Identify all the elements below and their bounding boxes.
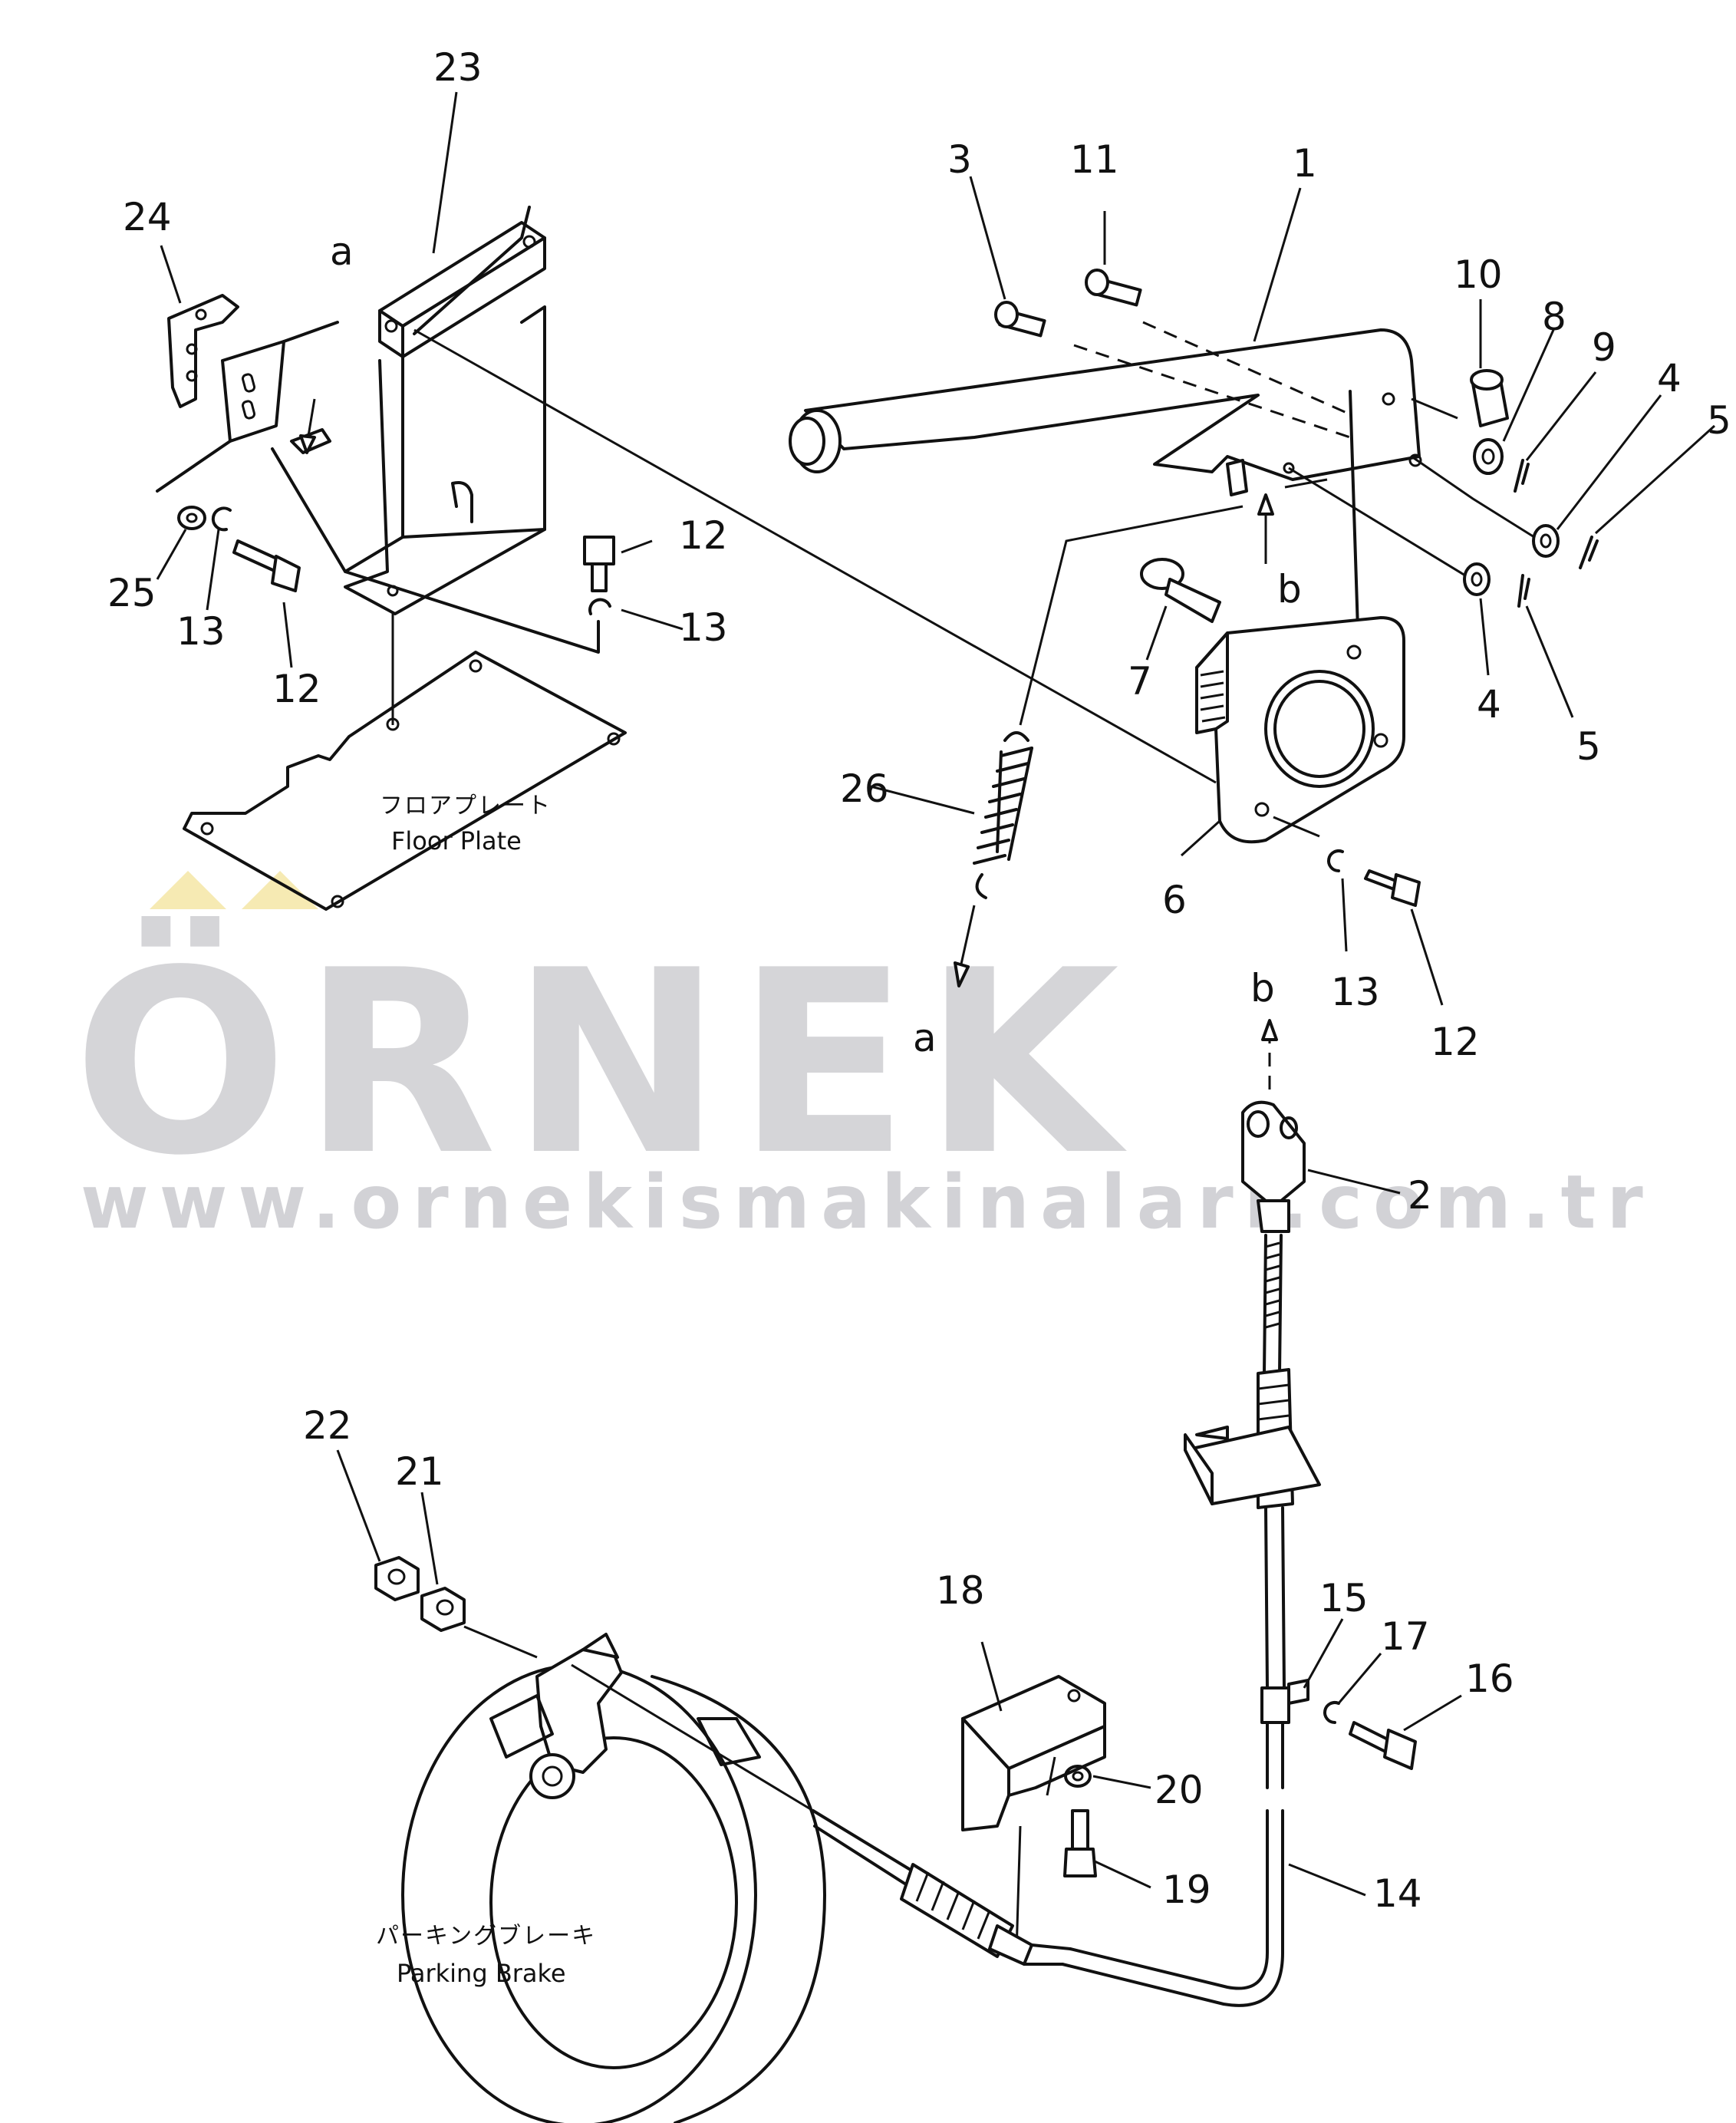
arrowhead-a-upper — [299, 434, 316, 454]
mount-plate — [156, 321, 600, 654]
cable-bracket — [1184, 1426, 1321, 1505]
bracket-23 — [344, 206, 546, 725]
bolt-16 — [1349, 1721, 1417, 1770]
parking-brake-drum: パーキングブレーキ Parking Brake — [376, 1633, 826, 2123]
floor-plate: フロアプレート Floor Plate — [183, 651, 627, 911]
watermark-accent-right — [242, 871, 318, 909]
bracket-24 — [167, 294, 239, 408]
washer-4-lower — [1463, 562, 1491, 596]
axis-line-10 — [1411, 397, 1458, 420]
spring-26 — [954, 731, 1033, 987]
bolt-12-right — [1364, 869, 1421, 907]
ref-b-top: b — [1277, 567, 1302, 612]
axis-line-upper — [1411, 455, 1535, 539]
callout-22: 22 — [303, 1403, 352, 1448]
clevis-2 — [1241, 1100, 1306, 1233]
callout-15: 15 — [1319, 1576, 1369, 1620]
callout-16: 16 — [1465, 1657, 1514, 1701]
bushing-10 — [1470, 369, 1509, 427]
link-line-1-spring — [1019, 505, 1244, 726]
lock-washer-13-left — [211, 506, 232, 532]
callout-23: 23 — [433, 45, 483, 90]
pin-11 — [1085, 269, 1142, 307]
axis-line-6-hw — [1273, 816, 1320, 838]
axis-line-lower — [1288, 466, 1466, 577]
nut-21 — [420, 1587, 466, 1632]
bolt-19 — [1063, 1809, 1097, 1877]
axis-line-nuts — [463, 1625, 538, 1659]
callout-13-mid: 13 — [679, 605, 728, 650]
arrowhead-b-lower — [1261, 1019, 1278, 1041]
callout-3: 3 — [947, 137, 972, 182]
lock-washer-13-right — [1327, 849, 1344, 872]
callout-1: 1 — [1293, 141, 1317, 186]
watermark: ÖRNEK www.ornekismakinalari.com.tr — [73, 871, 1654, 1245]
callout-8: 8 — [1542, 295, 1566, 339]
cotter-pin-9 — [1514, 459, 1530, 493]
washer-17 — [1323, 1701, 1340, 1724]
callout-12-right: 12 — [1431, 1020, 1480, 1064]
cotter-pin-5-upper — [1579, 536, 1599, 569]
callout-20: 20 — [1155, 1768, 1204, 1812]
callout-17: 17 — [1381, 1614, 1430, 1659]
callout-18: 18 — [936, 1568, 985, 1613]
washer-25 — [177, 506, 206, 530]
callout-4-lower: 4 — [1477, 682, 1501, 727]
cotter-pin-5-lower — [1517, 574, 1530, 608]
pin-7 — [1140, 558, 1221, 623]
callout-9: 9 — [1592, 325, 1616, 370]
ref-b-bottom: b — [1250, 966, 1275, 1010]
parking-brake-label-en: Parking Brake — [397, 1959, 566, 1988]
callout-4-upper: 4 — [1657, 356, 1682, 401]
callout-6: 6 — [1162, 878, 1187, 922]
callout-13-left: 13 — [176, 609, 226, 654]
washer-20 — [1064, 1765, 1092, 1788]
pin-3 — [994, 301, 1046, 338]
callout-10: 10 — [1454, 252, 1503, 297]
clip-15 — [1287, 1679, 1309, 1705]
bolt-12-left — [232, 539, 301, 592]
callout-21: 21 — [395, 1449, 444, 1494]
link-line-23-6 — [413, 328, 1217, 784]
callout-7: 7 — [1128, 659, 1152, 704]
bracket-18 — [961, 1675, 1106, 1953]
callout-11: 11 — [1070, 137, 1119, 182]
callout-14: 14 — [1373, 1871, 1422, 1916]
callout-13-right: 13 — [1331, 970, 1380, 1014]
floor-plate-label-jp: フロアプレート — [380, 793, 552, 819]
callout-26: 26 — [840, 766, 889, 811]
floor-plate-label-en: Floor Plate — [391, 826, 522, 855]
ref-a-bottom: a — [913, 1016, 937, 1060]
lock-washer-13-mid — [588, 598, 611, 615]
callout-12-mid: 12 — [679, 513, 728, 558]
lever-1 — [789, 321, 1422, 631]
callouts: 23 24 a 3 11 1 10 8 9 4 5 b 7 4 5 26 6 1… — [107, 45, 1731, 1916]
callout-5-upper: 5 — [1707, 398, 1731, 443]
brake-cable-14 — [812, 1809, 1072, 1966]
callout-19: 19 — [1162, 1868, 1211, 1912]
nut-22 — [374, 1556, 420, 1601]
callout-5-lower: 5 — [1576, 724, 1601, 769]
watermark-url: www.ornekismakinalari.com.tr — [81, 1159, 1654, 1245]
bolt-12-mid — [583, 536, 615, 592]
watermark-accent-left — [150, 871, 226, 909]
watermark-brand: ÖRNEK — [73, 914, 1133, 1211]
ref-a-top: a — [330, 229, 354, 274]
callout-25: 25 — [107, 571, 156, 615]
washer-8 — [1473, 438, 1504, 475]
callout-12-left: 12 — [272, 667, 321, 711]
ratchet-plate-6 — [1195, 616, 1405, 844]
washer-4-upper — [1532, 524, 1560, 558]
callout-2: 2 — [1408, 1173, 1432, 1218]
leader-lines — [156, 91, 1716, 1897]
parking-brake-label-jp: パーキングブレーキ — [376, 1923, 596, 1950]
callout-24: 24 — [123, 195, 172, 239]
arrowhead-b-upper — [1257, 493, 1274, 516]
